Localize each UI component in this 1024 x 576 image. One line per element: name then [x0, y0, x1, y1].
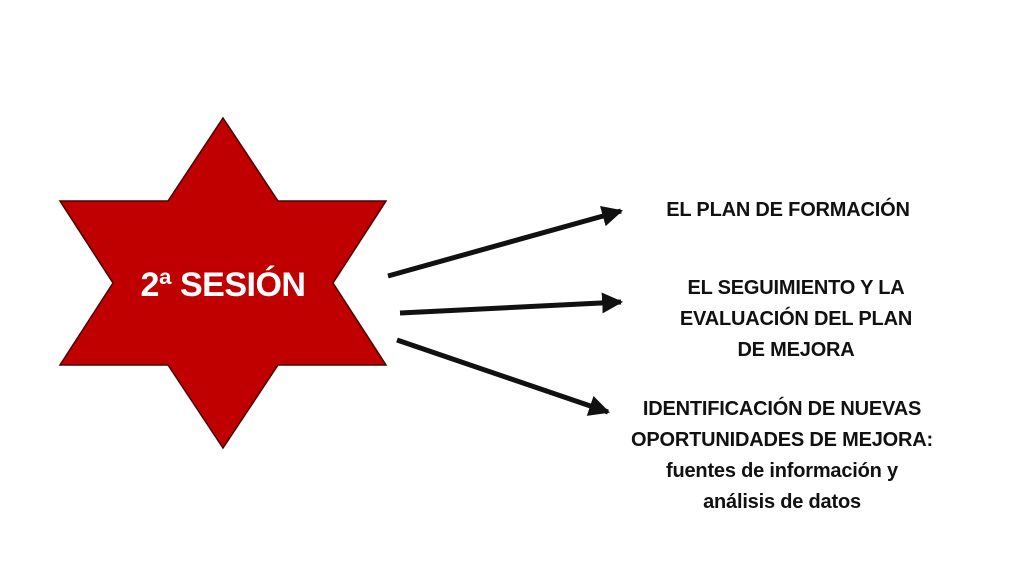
arrow-to-nuevas-oportunidades: [396, 337, 610, 416]
item-3-line-4: análisis de datos: [703, 491, 861, 513]
six-pointed-star-shape: [58, 116, 388, 450]
item-2-line-2: EVALUACIÓN DEL PLAN: [679, 308, 913, 330]
item-2-line-1: EL SEGUIMIENTO Y LA: [687, 277, 905, 299]
arrow-to-seguimiento-evaluacion: [399, 292, 624, 316]
item-seguimiento-evaluacion: EL SEGUIMIENTO Y LA EVALUACIÓN DEL PLAN …: [636, 273, 956, 366]
item-1-line-1: EL PLAN DE FORMACIÓN: [666, 199, 910, 221]
item-3-line-1: IDENTIFICACIÓN DE NUEVAS: [642, 398, 922, 420]
arrow-to-plan-de-formacion: [387, 205, 624, 279]
item-plan-de-formacion: EL PLAN DE FORMACIÓN: [628, 195, 948, 226]
item-3-line-3: fuentes de información y: [666, 460, 898, 482]
item-nuevas-oportunidades: IDENTIFICACIÓN DE NUEVAS OPORTUNIDADES D…: [602, 394, 962, 518]
star-session-label: 2ª SESIÓN: [140, 266, 306, 304]
item-2-line-3: DE MEJORA: [737, 339, 855, 361]
item-3-line-2: OPORTUNIDADES DE MEJORA:: [631, 429, 933, 451]
